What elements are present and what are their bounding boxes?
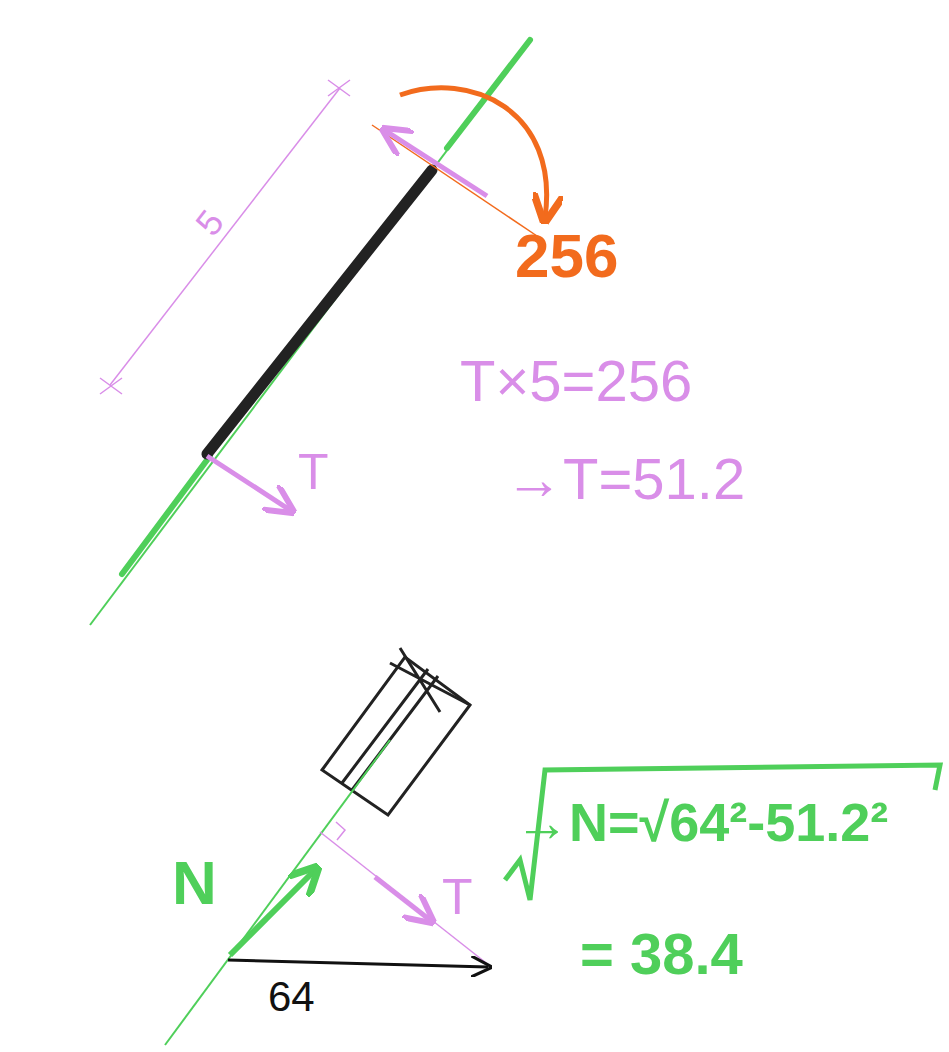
axis-line xyxy=(447,40,530,148)
force-arrow xyxy=(207,456,290,510)
bearing-block xyxy=(322,657,470,815)
right-angle-mark xyxy=(336,822,345,840)
force-label: T xyxy=(442,872,473,922)
equation: T×5=256 xyxy=(460,352,692,410)
result-value: = 38.4 xyxy=(580,925,743,983)
equation: →T=51.2 xyxy=(505,450,745,508)
equation: →N=√64²-51.2² xyxy=(515,795,888,849)
reference-line xyxy=(372,125,540,238)
bearing-block xyxy=(342,648,470,790)
axis-line xyxy=(122,456,210,574)
force-arrow xyxy=(375,877,430,920)
dimension-line xyxy=(110,88,340,385)
radical-sign xyxy=(505,765,940,900)
force-label: T xyxy=(298,447,329,497)
axis-line xyxy=(165,740,390,1045)
rod xyxy=(207,170,432,454)
component-line xyxy=(320,832,490,966)
dimension-label: 5 xyxy=(190,204,231,242)
force-arrow xyxy=(386,131,487,196)
force-label: N xyxy=(172,852,217,914)
force-arrow xyxy=(230,870,315,955)
moment-value: 256 xyxy=(515,225,618,287)
force-value: 64 xyxy=(268,976,315,1018)
axis-line xyxy=(90,40,530,625)
dimension-tick xyxy=(100,80,350,394)
force-arrow xyxy=(228,960,488,967)
